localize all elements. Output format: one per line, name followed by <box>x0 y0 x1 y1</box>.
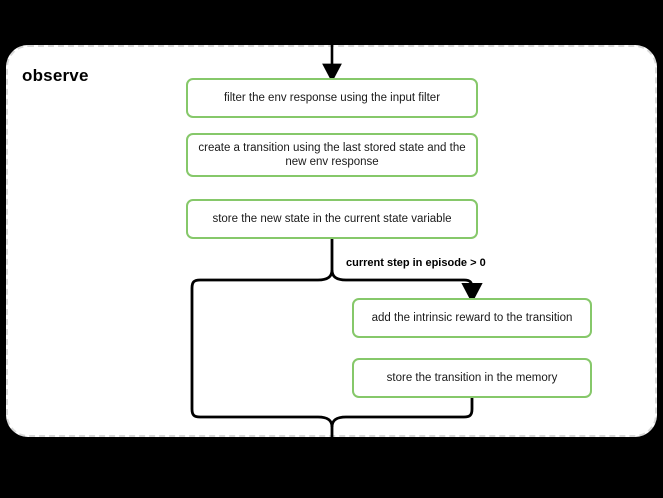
scope-title: observe <box>22 66 89 85</box>
node-label: add the intrinsic reward to the transiti… <box>371 312 573 324</box>
node-label: store the transition in the memory <box>386 372 558 384</box>
node-label: create a transition using the last store… <box>198 142 466 168</box>
node-create-transition[interactable]: create a transition using the last store… <box>186 133 478 177</box>
node-filter-env-response[interactable]: filter the env response using the input … <box>186 78 478 118</box>
node-add-intrinsic-reward[interactable]: add the intrinsic reward to the transiti… <box>352 298 592 338</box>
edge-condition-label: current step in episode > 0 <box>346 257 486 269</box>
node-store-new-state[interactable]: store the new state in the current state… <box>186 199 478 239</box>
node-label: store the new state in the current state… <box>212 213 452 225</box>
node-store-transition-memory[interactable]: store the transition in the memory <box>352 358 592 398</box>
node-label: filter the env response using the input … <box>223 92 441 104</box>
